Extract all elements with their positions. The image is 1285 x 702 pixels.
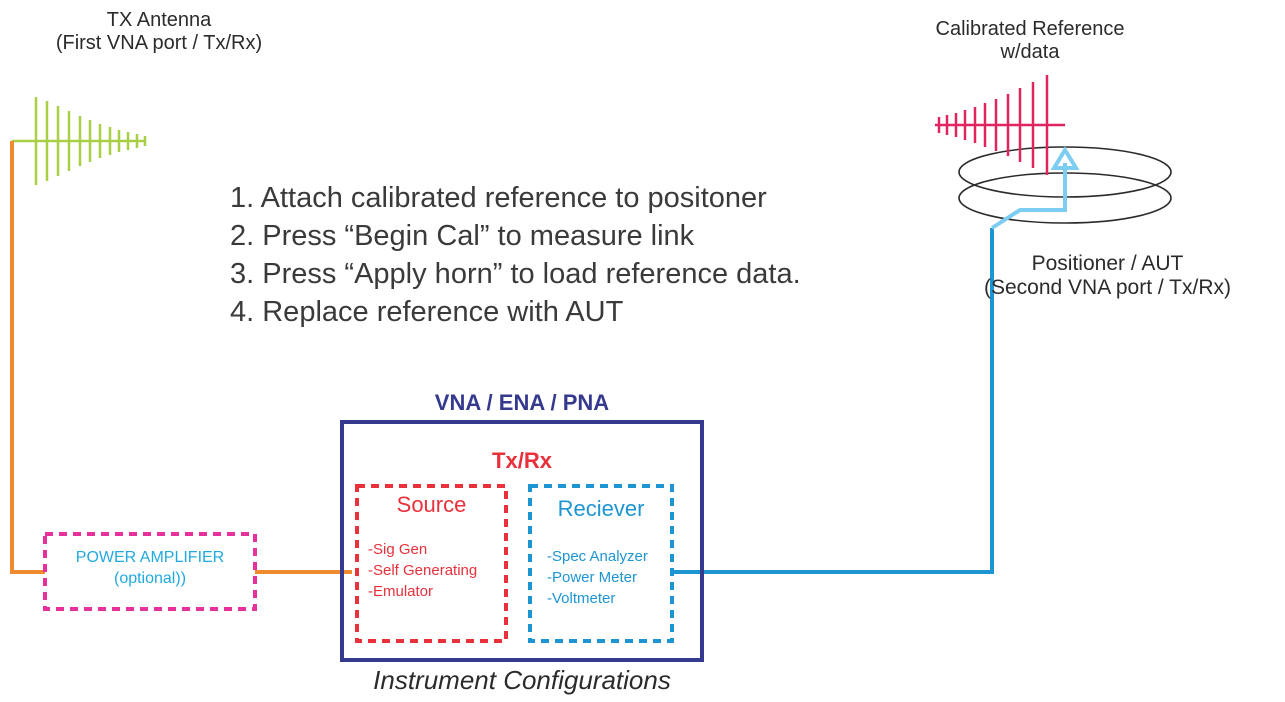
receiver-title: Reciever — [557, 496, 645, 521]
tx-antenna-label: TX Antenna (First VNA port / Tx/Rx) — [20, 9, 298, 55]
receiver-item-power-meter: -Power Meter — [547, 569, 638, 586]
positioner-label: Positioner / AUT (Second VNA port / Tx/R… — [945, 252, 1270, 300]
positioner-title: Positioner / AUT — [1031, 252, 1184, 275]
receiver-item-spec-analyzer: -Spec Analyzer — [547, 548, 648, 565]
amplifier-title: POWER AMPLIFIER — [75, 549, 225, 566]
amplifier-box — [43, 532, 257, 611]
reference-antenna-icon — [935, 75, 1065, 175]
rx-cable — [674, 228, 994, 574]
step-2: 2. Press “Begin Cal” to measure link — [230, 220, 695, 252]
instrument-box — [340, 420, 704, 662]
source-box — [355, 484, 508, 643]
tx-antenna-icon — [12, 97, 147, 185]
receiver-item-voltmeter: -Voltmeter — [547, 590, 616, 607]
source-item-emulator: -Emulator — [368, 583, 434, 600]
source-title: Source — [396, 492, 467, 517]
instrument-mode: Tx/Rx — [492, 448, 552, 473]
step-1: 1. Attach calibrated reference to posito… — [230, 182, 767, 214]
instrument-caption: Instrument Configurations — [373, 665, 671, 695]
instrument-header: VNA / ENA / PNA — [434, 390, 610, 415]
reference-subtitle: w/data — [1000, 41, 1060, 63]
feed-arrowhead — [1050, 146, 1080, 170]
source-item-self-generating: -Self Generating — [368, 562, 478, 579]
feed-arrow — [990, 163, 1067, 230]
tx-antenna-subtitle: (First VNA port / Tx/Rx) — [55, 32, 263, 54]
tx-antenna-title: TX Antenna — [106, 9, 212, 31]
step-4: 4. Replace reference with AUT — [230, 296, 624, 328]
source-item-sig-gen: -Sig Gen — [368, 541, 428, 558]
reference-title: Calibrated Reference — [935, 18, 1125, 40]
positioner-subtitle: (Second VNA port / Tx/Rx) — [983, 276, 1232, 300]
amplifier-subtitle: (optional)) — [113, 570, 187, 587]
reference-label: Calibrated Reference w/data — [915, 18, 1145, 64]
step-3: 3. Press “Apply horn” to load reference … — [230, 258, 801, 290]
receiver-box — [528, 484, 674, 643]
